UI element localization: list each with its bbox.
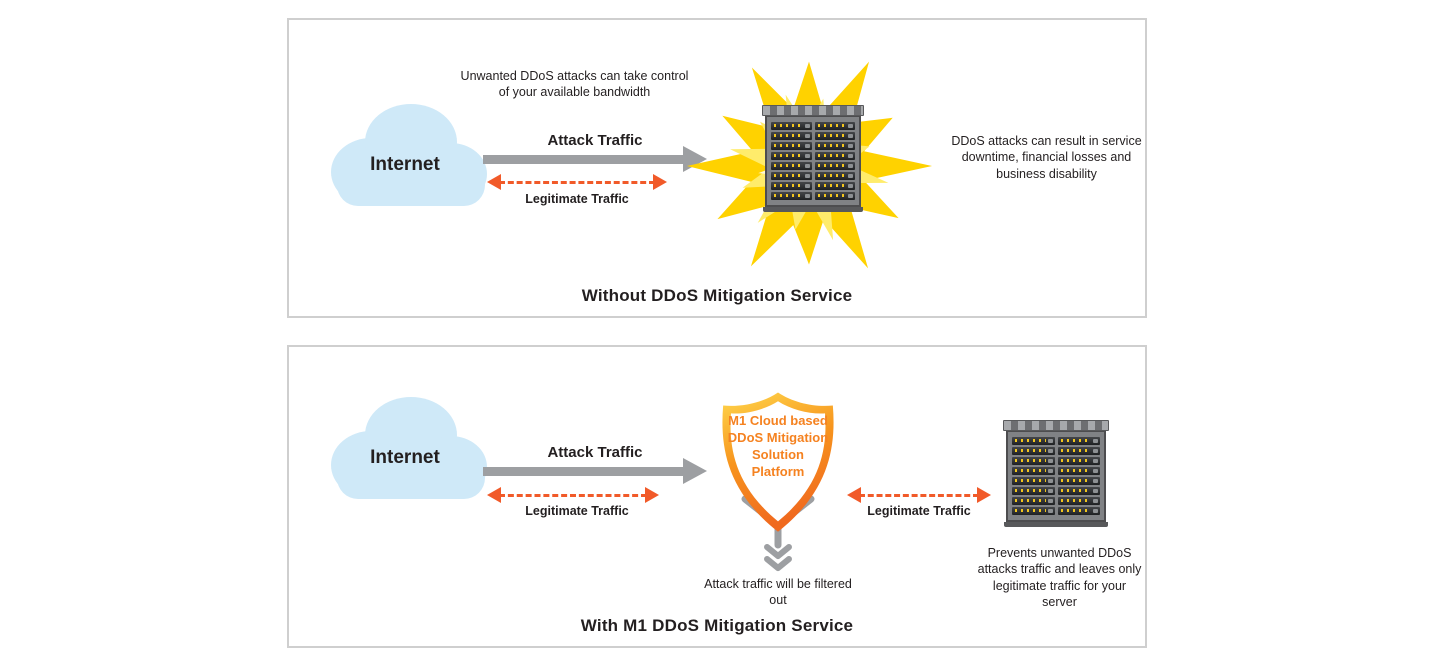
cloud-icon	[331, 104, 487, 206]
arrow-shaft	[483, 154, 683, 164]
arrow-head-left-icon	[847, 487, 861, 503]
attack-traffic-label: Attack Traffic	[547, 444, 643, 461]
shield-icon	[722, 392, 834, 532]
server-column	[1012, 435, 1055, 517]
arrow-shaft	[483, 466, 683, 476]
arrow-head-right-icon	[653, 174, 667, 190]
shield-label: M1 Cloud based DDoS Mitigation Solution …	[727, 413, 829, 480]
internet-label: Internet	[370, 447, 440, 468]
server-base	[763, 207, 863, 212]
arrow-head-right-icon	[977, 487, 991, 503]
attack-traffic-arrow	[483, 458, 707, 484]
legitimate-traffic-arrow-right	[847, 487, 991, 503]
note-impact: DDoS attacks can result in service downt…	[951, 134, 1142, 181]
legitimate-traffic-label-right: Legitimate Traffic	[867, 504, 971, 518]
dashed-line	[859, 493, 979, 497]
note-server: Prevents unwanted DDoS attacks traffic a…	[977, 546, 1142, 609]
server-column	[1057, 435, 1100, 517]
internet-cloud: Internet	[319, 387, 491, 512]
arrow-head-icon	[683, 458, 707, 484]
note-filtered: Attack traffic will be filtered out	[704, 577, 852, 608]
attack-traffic-arrow	[483, 146, 707, 172]
cloud-icon	[331, 397, 487, 499]
arrow-head-left-icon	[487, 174, 501, 190]
server-cap	[762, 105, 864, 116]
legitimate-traffic-arrow-left	[487, 487, 659, 503]
legitimate-traffic-label-left: Legitimate Traffic	[525, 504, 629, 518]
server-rack	[762, 105, 864, 212]
server-base	[1004, 522, 1108, 527]
panel-with-mitigation: Internet Attack Traffic Legitimate Traff…	[287, 345, 1147, 648]
mitigation-shield: M1 Cloud based DDoS Mitigation Solution …	[712, 389, 844, 537]
arrow-head-left-icon	[487, 487, 501, 503]
internet-cloud: Internet	[319, 94, 491, 219]
server-body	[765, 116, 861, 207]
dashed-line	[499, 493, 647, 497]
server-rack	[1003, 420, 1109, 527]
server-column	[814, 120, 855, 202]
legitimate-traffic-label: Legitimate Traffic	[525, 192, 629, 206]
panel-with-title: With M1 DDoS Mitigation Service	[580, 616, 854, 635]
arrow-head-right-icon	[645, 487, 659, 503]
dashed-line	[499, 180, 655, 184]
server-column	[771, 120, 812, 202]
attack-traffic-label: Attack Traffic	[547, 132, 643, 149]
panel-without-title: Without DDoS Mitigation Service	[581, 286, 853, 305]
internet-label: Internet	[370, 154, 440, 175]
legitimate-traffic-arrow	[487, 174, 667, 190]
note-bandwidth: Unwanted DDoS attacks can take control o…	[460, 69, 689, 100]
server-body	[1006, 431, 1106, 522]
panel-without-mitigation: Internet Unwanted DDoS attacks can take …	[287, 18, 1147, 318]
server-cap	[1003, 420, 1109, 431]
